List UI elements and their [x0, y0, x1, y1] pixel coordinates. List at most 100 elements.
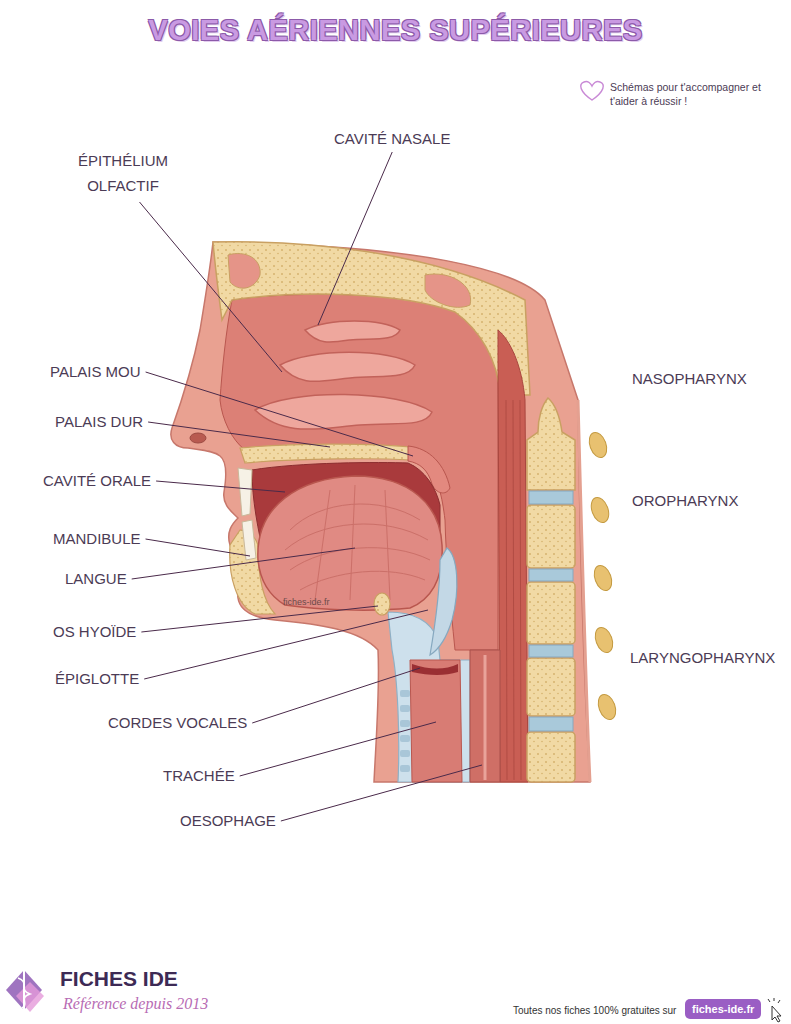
link-text: fiches-ide.fr [692, 1003, 754, 1015]
tracheal-ring [400, 750, 410, 757]
cursor-icon [778, 1000, 780, 1003]
leader-line [132, 548, 355, 579]
leader-line [156, 481, 285, 492]
leader-line [141, 606, 378, 632]
upper-tooth [238, 468, 252, 516]
brand-logo [6, 968, 44, 1014]
spinous-process [586, 430, 610, 460]
vocal-cords [412, 664, 458, 675]
leader-line [240, 722, 436, 776]
footer-text: Toutes nos fiches 100% gratuites sur [513, 1004, 676, 1017]
epiglottis [430, 548, 457, 655]
spinous-process [591, 563, 615, 593]
part-label: PALAIS MOU [50, 363, 141, 381]
nasal-concha [305, 321, 400, 342]
tracheal-ring [400, 705, 410, 712]
leader-line [146, 539, 250, 556]
part-label: TRACHÉE [163, 767, 235, 785]
region-label: LARYNGOPHARYNX [630, 649, 775, 667]
heart-icon [581, 81, 604, 100]
nasal-concha [280, 352, 415, 381]
vertebra [527, 505, 575, 568]
soft-tissue [171, 242, 590, 782]
watermark: fiches-ide.fr [283, 597, 330, 608]
note-text: Schémas pour t'accompagner et t'aider à … [610, 80, 775, 108]
muscle-striation [506, 400, 507, 780]
vertebra [527, 582, 575, 644]
part-label: CAVITÉ NASALE [334, 130, 450, 148]
leader-line [281, 765, 482, 821]
tracheal-ring [400, 690, 410, 697]
nasal-concha [255, 321, 432, 429]
trachea-lumen [410, 660, 462, 782]
esophagus [470, 650, 500, 782]
lower-tooth [242, 520, 256, 560]
muscle-striation [513, 400, 514, 780]
muscle-striation [520, 400, 521, 780]
hyoid-bone [374, 593, 390, 615]
spinous-process [595, 692, 619, 722]
vertebra [527, 658, 575, 716]
tongue-striation [285, 524, 428, 550]
part-label: ÉPITHÉLIUM OLFACTIF [68, 148, 178, 198]
tongue-striation [290, 504, 420, 530]
muscle-striation [506, 400, 521, 780]
brand-logo [18, 978, 30, 1008]
pharynx-wall [498, 330, 528, 782]
tongue-striation [385, 490, 390, 600]
cursor-icon [774, 998, 775, 1001]
tongue-striation [290, 548, 430, 570]
tracheal-ring [400, 735, 410, 742]
leader-line [146, 372, 413, 456]
region-label: OROPHARYNX [632, 492, 738, 510]
part-label: OS HYOÏDE [53, 623, 136, 641]
tongue [258, 476, 442, 610]
part-label: OESOPHAGE [180, 812, 276, 830]
part-label: MANDIBULE [53, 530, 141, 548]
nostril [190, 433, 206, 443]
region-label: NASOPHARYNX [632, 370, 747, 388]
part-label: CAVITÉ ORALE [43, 472, 151, 490]
spinous-process [588, 495, 612, 525]
part-label: ÉPIGLOTTE [55, 670, 139, 688]
esophagus-lumen [484, 655, 487, 780]
part-label: CORDES VOCALES [108, 714, 247, 732]
page-title: VOIES AÉRIENNES SUPÉRIEURES [0, 12, 791, 48]
brand-tagline: Référence depuis 2013 [63, 994, 208, 1014]
intervertebral-disc [529, 569, 573, 581]
vertebra [527, 398, 575, 782]
hard-palate [240, 444, 410, 463]
intervertebral-disc [529, 491, 573, 731]
leader-line [148, 422, 330, 447]
tracheal-ring [400, 690, 410, 772]
nasal-concha [255, 394, 432, 429]
spinous-process [592, 625, 616, 655]
cursor-icon [768, 998, 781, 1022]
brand-name: FICHES IDE [60, 966, 178, 991]
intervertebral-disc [529, 645, 573, 657]
leader-line [252, 668, 420, 723]
leader-line [144, 610, 428, 679]
vertebra [527, 732, 575, 782]
leader-line [140, 202, 283, 372]
frontal-sinus [228, 254, 260, 289]
tongue-striation [285, 485, 430, 600]
intervertebral-disc [529, 717, 573, 731]
tongue-striation [315, 490, 330, 600]
intervertebral-disc [529, 491, 573, 504]
spinous-process [586, 430, 619, 722]
link-button: fiches-ide.fr [685, 999, 761, 1019]
tongue-striation [350, 485, 355, 600]
part-label: PALAIS DUR [55, 413, 143, 431]
vertebra [527, 398, 575, 490]
brand-logo [16, 982, 44, 1012]
posterior-skin [578, 400, 590, 782]
skull-bone [213, 242, 530, 395]
sphenoid-sinus [425, 274, 471, 307]
tracheal-ring [400, 765, 410, 772]
cursor-icon [772, 1006, 781, 1022]
thyroid-cartilage [388, 612, 470, 782]
tracheal-ring [400, 720, 410, 727]
leader-line [318, 152, 392, 325]
